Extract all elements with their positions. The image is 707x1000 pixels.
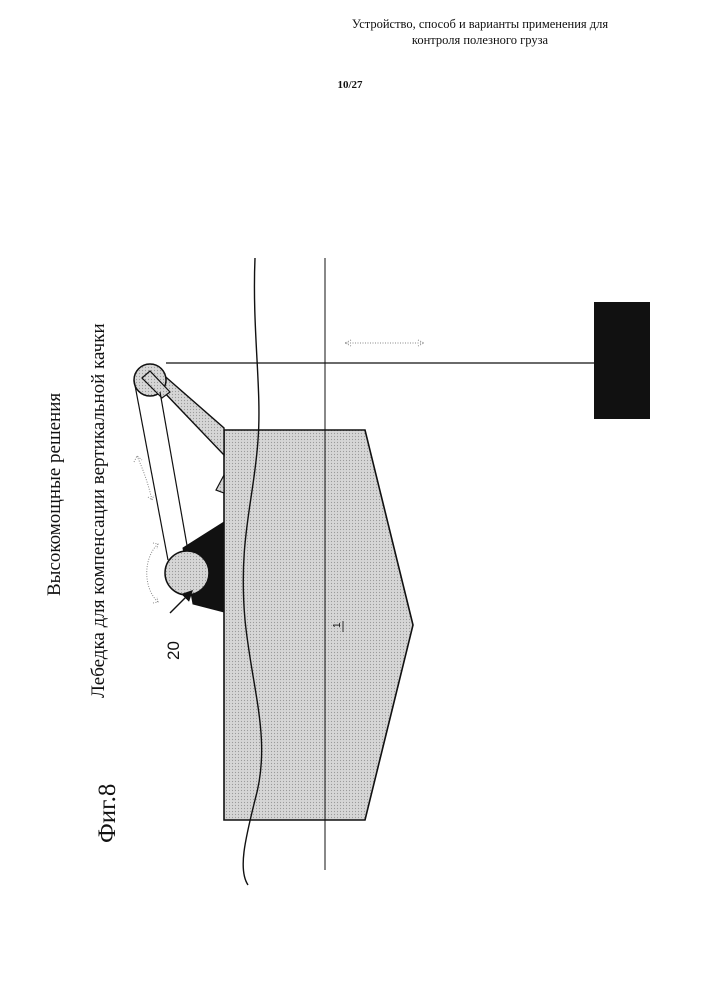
- winch-drum: [165, 551, 209, 595]
- drum-rotation-arrow: [147, 543, 158, 603]
- winch-cable-lower: [160, 392, 188, 551]
- suspended-load: [594, 302, 650, 419]
- crane-boom-base: [216, 475, 224, 493]
- hull-reference-number: 1: [332, 622, 343, 628]
- load-motion-arrow: [345, 340, 424, 346]
- boom-swing-arrow: [134, 456, 154, 500]
